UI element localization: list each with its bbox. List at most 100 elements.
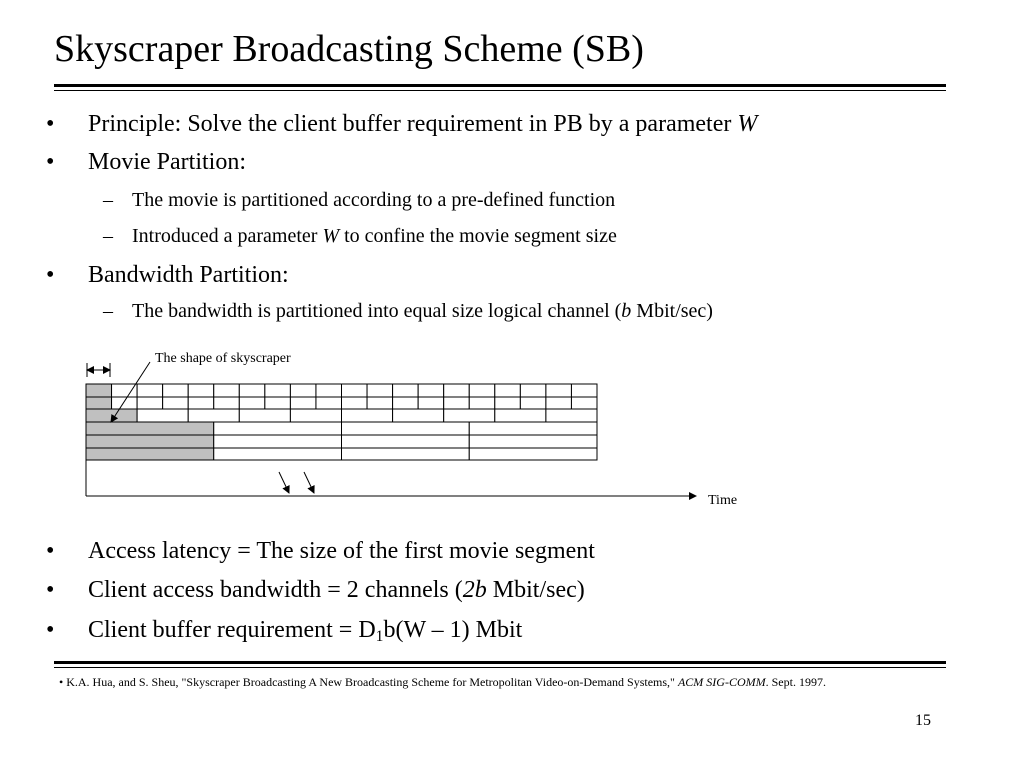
segment-cell-channel-2 bbox=[238, 396, 266, 410]
sub-bullet-text-part: to confine the movie segment size bbox=[339, 225, 617, 247]
segment-cell-channel-2 bbox=[136, 396, 164, 410]
segment-cell-channel-2 bbox=[289, 396, 317, 410]
title-underline-thin bbox=[54, 90, 946, 91]
segment-cell-channel-1 bbox=[136, 383, 164, 398]
segment-cell-channel-2 bbox=[443, 396, 470, 410]
segment-cell-channel-1 bbox=[289, 383, 317, 398]
segment-cell-channel-4 bbox=[213, 421, 342, 436]
bullet-text: Movie Partition: bbox=[88, 149, 246, 175]
sub-bullet-dash: – bbox=[103, 225, 113, 247]
time-axis-label: Time bbox=[708, 493, 737, 508]
footer-rule-thin bbox=[54, 667, 946, 668]
bullet-dot: • bbox=[46, 149, 55, 175]
segment-cell-channel-1 bbox=[468, 383, 496, 398]
segment-cell-channel-2 bbox=[519, 396, 547, 410]
segment-cell-channel-2 bbox=[213, 396, 240, 410]
segment-cell-channel-1 bbox=[85, 383, 113, 398]
segment-cell-channel-2 bbox=[341, 396, 368, 410]
segment-cell-channel-1 bbox=[315, 383, 342, 398]
footnote-citation: • K.A. Hua, and S. Sheu, "Skyscraper Bro… bbox=[59, 674, 909, 691]
segment-cell-channel-1 bbox=[213, 383, 240, 398]
bullet-dot: • bbox=[46, 577, 55, 603]
segment-cell-channel-6 bbox=[468, 447, 598, 461]
bullet-dot: • bbox=[46, 111, 55, 137]
segment-cell-channel-1 bbox=[392, 383, 419, 398]
segment-cell-channel-3 bbox=[85, 408, 138, 423]
segment-cell-channel-1 bbox=[417, 383, 445, 398]
segment-cell-channel-2 bbox=[187, 396, 215, 410]
bullet-text: Bandwidth Partition: bbox=[88, 262, 289, 288]
footnote-text-italic: ACM SIG-COMM bbox=[677, 675, 766, 689]
segment-cell-channel-1 bbox=[111, 383, 138, 398]
segment-cell-channel-1 bbox=[162, 383, 189, 398]
bullet-dot: • bbox=[46, 617, 55, 643]
bullet-text-italic: W bbox=[737, 111, 758, 137]
bullet-dot: • bbox=[46, 538, 55, 564]
segment-cell-channel-2 bbox=[264, 396, 291, 410]
segment-cell-channel-5 bbox=[468, 434, 598, 449]
segment-cell-channel-1 bbox=[366, 383, 394, 398]
bullet-text-part: Client access bandwidth = 2 channels ( bbox=[88, 577, 463, 603]
segment-cell-channel-4 bbox=[85, 421, 215, 436]
sub-bullet-text-part: The bandwidth is partitioned into equal … bbox=[132, 300, 622, 322]
segment-cell-channel-2 bbox=[494, 396, 521, 410]
segment-cell-channel-3 bbox=[238, 408, 291, 423]
page-number: 15 bbox=[915, 712, 931, 729]
sub-bullet-text: The movie is partitioned according to a … bbox=[132, 189, 616, 211]
segment-cell-channel-6 bbox=[341, 447, 470, 461]
footer-rule-thick bbox=[54, 661, 946, 664]
segment-cell-channel-5 bbox=[85, 434, 215, 449]
segment-cell-channel-2 bbox=[162, 396, 189, 410]
sub-bullet-text-part: Introduced a parameter bbox=[132, 225, 323, 247]
skyscraper-callout-arrow bbox=[110, 361, 151, 423]
segment-cell-channel-3 bbox=[136, 408, 189, 423]
segment-cell-channel-1 bbox=[187, 383, 215, 398]
bullet-text: Access latency = The size of the first m… bbox=[88, 538, 595, 564]
segment-cell-channel-1 bbox=[443, 383, 470, 398]
segment-cell-channel-1 bbox=[238, 383, 266, 398]
sub-bullet-text-part: Mbit/sec) bbox=[631, 300, 713, 322]
segment-cell-channel-6 bbox=[85, 447, 215, 461]
bullet-text-part: Client buffer requirement = D bbox=[88, 617, 376, 643]
segment-cell-channel-2 bbox=[85, 396, 113, 410]
segment-cell-channel-3 bbox=[392, 408, 445, 423]
client-arrival-arrow-1 bbox=[278, 471, 290, 494]
bullet-text-part: b(W – 1) Mbit bbox=[383, 617, 523, 643]
bullet-text-part: Principle: Solve the client buffer requi… bbox=[88, 111, 738, 137]
diagram-grid bbox=[85, 361, 697, 500]
segment-cell-channel-1 bbox=[570, 383, 598, 398]
skyscraper-callout-label: The shape of skyscraper bbox=[155, 351, 291, 366]
client-arrival-arrow-2 bbox=[303, 471, 315, 494]
sub-bullet-text-italic: b bbox=[621, 300, 632, 322]
segment-cell-channel-4 bbox=[341, 421, 470, 436]
bullet-text-part: Mbit/sec) bbox=[486, 577, 585, 603]
segment-cell-channel-6 bbox=[213, 447, 342, 461]
sub-bullet-text: The bandwidth is partitioned into equal … bbox=[132, 301, 713, 321]
segment-cell-channel-2 bbox=[545, 396, 572, 410]
segment-cell-channel-1 bbox=[341, 383, 368, 398]
footnote-text-part: . Sept. 1997. bbox=[765, 675, 826, 689]
bullet-text-subscript: 1 bbox=[375, 627, 384, 645]
segment-cell-channel-5 bbox=[213, 434, 342, 449]
segment-cell-channel-2 bbox=[366, 396, 394, 410]
segment-cell-channel-3 bbox=[545, 408, 598, 423]
sub-bullet-dash: – bbox=[103, 300, 113, 322]
sub-bullet-text: Introduced a parameter W to confine the … bbox=[132, 226, 617, 246]
segment-cell-channel-2 bbox=[111, 396, 138, 410]
slide-title: Skyscraper Broadcasting Scheme (SB) bbox=[54, 28, 644, 70]
skyscraper-diagram: The shape of skyscraper Time bbox=[85, 351, 737, 508]
segment-cell-channel-1 bbox=[519, 383, 547, 398]
segment-cell-channel-2 bbox=[392, 396, 419, 410]
segment-cell-channel-3 bbox=[289, 408, 342, 423]
segment-cell-channel-1 bbox=[264, 383, 291, 398]
bullet-text: Principle: Solve the client buffer requi… bbox=[88, 112, 757, 136]
segment-cell-channel-2 bbox=[468, 396, 496, 410]
bullet-text: Client access bandwidth = 2 channels (2b… bbox=[88, 578, 585, 602]
segment-cell-channel-2 bbox=[570, 396, 598, 410]
sub-bullet-dash: – bbox=[103, 189, 113, 211]
bullet-text-italic: 2b bbox=[462, 577, 487, 603]
segment-cell-channel-2 bbox=[315, 396, 342, 410]
segment-cell-channel-3 bbox=[494, 408, 547, 423]
segment-cell-channel-1 bbox=[494, 383, 521, 398]
bullet-dot: • bbox=[46, 262, 55, 288]
